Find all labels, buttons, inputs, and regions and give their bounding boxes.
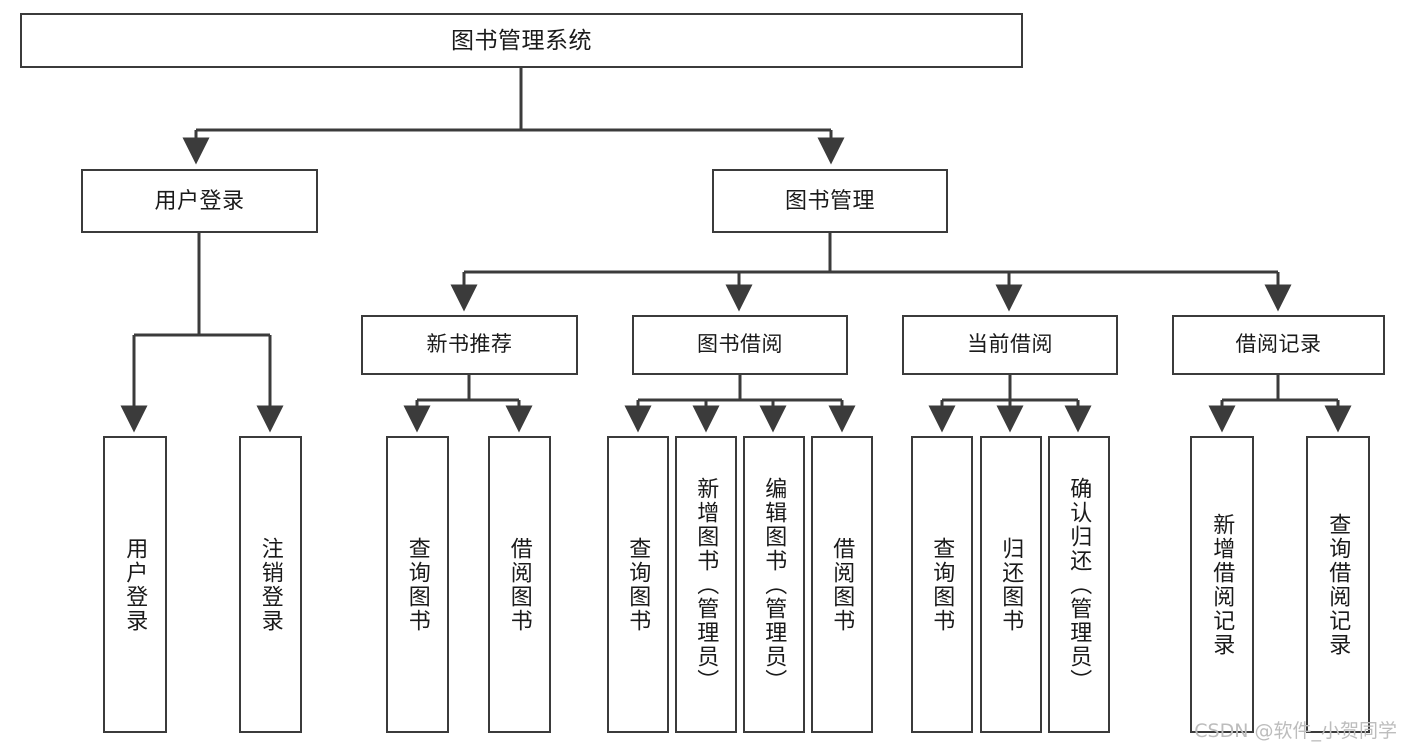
node-borrow-record[interactable]: 借阅记录 [1172, 315, 1385, 375]
leaf-user-logout[interactable]: 注销登录 [239, 436, 302, 733]
leaf-borrow-edit-book-admin[interactable]: 编辑图书（管理员） [743, 436, 805, 733]
leaf-user-login[interactable]: 用户登录 [103, 436, 167, 733]
csdn-watermark: CSDN @软件_小贺同学 [1194, 720, 1397, 742]
leaf-borrow-borrow-book[interactable]: 借阅图书 [811, 436, 873, 733]
node-label: 编辑图书（管理员） [762, 476, 788, 693]
node-label: 用户登录 [154, 188, 245, 214]
node-book-borrow[interactable]: 图书借阅 [632, 315, 848, 375]
node-label: 借阅图书 [507, 536, 533, 633]
node-label: 用户登录 [123, 536, 149, 633]
node-label: 查询图书 [405, 536, 431, 633]
node-label: 图书管理 [784, 188, 875, 214]
node-root-system[interactable]: 图书管理系统 [20, 13, 1023, 68]
node-label: 确认归还（管理员） [1067, 476, 1093, 693]
leaf-record-add-record[interactable]: 新增借阅记录 [1190, 436, 1254, 733]
node-book-management[interactable]: 图书管理 [712, 169, 948, 233]
node-label: 图书借阅 [697, 332, 783, 356]
leaf-current-return-book[interactable]: 归还图书 [980, 436, 1042, 733]
leaf-record-query-record[interactable]: 查询借阅记录 [1306, 436, 1370, 733]
leaf-recommend-query-book[interactable]: 查询图书 [386, 436, 449, 733]
node-label: 注销登录 [258, 536, 284, 633]
node-label: 归还图书 [999, 536, 1025, 633]
leaf-current-query-book[interactable]: 查询图书 [911, 436, 973, 733]
leaf-borrow-query-book[interactable]: 查询图书 [607, 436, 669, 733]
node-label: 查询借阅记录 [1326, 512, 1352, 657]
leaf-current-confirm-return-admin[interactable]: 确认归还（管理员） [1048, 436, 1110, 733]
node-label: 借阅图书 [830, 536, 856, 633]
node-user-login[interactable]: 用户登录 [81, 169, 318, 233]
node-current-borrow[interactable]: 当前借阅 [902, 315, 1118, 375]
node-label: 借阅记录 [1235, 332, 1322, 356]
node-new-book-recommend[interactable]: 新书推荐 [361, 315, 578, 375]
node-label: 图书管理系统 [451, 26, 592, 53]
leaf-recommend-borrow-book[interactable]: 借阅图书 [488, 436, 551, 733]
node-label: 当前借阅 [967, 332, 1053, 356]
node-label: 新增图书（管理员） [694, 476, 720, 693]
node-label: 查询图书 [626, 536, 652, 633]
leaf-borrow-add-book-admin[interactable]: 新增图书（管理员） [675, 436, 737, 733]
node-label: 查询图书 [930, 536, 956, 633]
node-label: 新书推荐 [426, 332, 513, 356]
node-label: 新增借阅记录 [1210, 512, 1236, 657]
